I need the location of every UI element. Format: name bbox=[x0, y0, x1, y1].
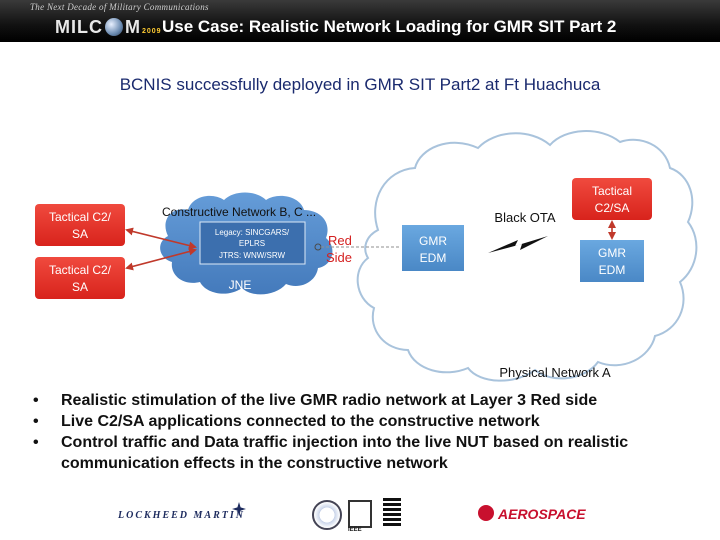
ieee-logo-mark bbox=[348, 500, 372, 528]
tactical-right-line2: C2/SA bbox=[595, 201, 630, 215]
link-arrow-tactical-2 bbox=[125, 247, 197, 271]
gmr-edm-box-right bbox=[580, 240, 644, 282]
milcom-logo: MILC M2009 bbox=[55, 17, 162, 38]
jtrs-line: JTRS: WNW/SRW bbox=[219, 251, 286, 260]
black-ota-link-icon bbox=[488, 236, 548, 253]
legacy-line1: Legacy: SINCGARS/ bbox=[215, 228, 290, 237]
gmr-edm-box-left bbox=[402, 225, 464, 271]
header-banner: The Next Decade of Military Communicatio… bbox=[0, 0, 720, 42]
tactical-left-2-line2: SA bbox=[72, 280, 88, 294]
aerospace-logo-text: AEROSPACE bbox=[498, 506, 586, 522]
legacy-line2: EPLRS bbox=[239, 239, 265, 248]
seal-logo bbox=[312, 500, 342, 530]
banner-tagline: The Next Decade of Military Communicatio… bbox=[30, 2, 209, 12]
bullet-text: Live C2/SA applications connected to the… bbox=[61, 413, 540, 430]
tactical-right-line1: Tactical bbox=[592, 184, 632, 198]
bullet-text: Control traffic and Data traffic injecti… bbox=[61, 434, 629, 472]
slide-title: Use Case: Realistic Network Loading for … bbox=[162, 17, 617, 36]
tactical-c2-sa-box-2 bbox=[35, 257, 125, 299]
jne-label: JNE bbox=[229, 278, 252, 292]
bullet-text: Realistic stimulation of the live GMR ra… bbox=[61, 392, 598, 409]
milcom-logo-right: M bbox=[125, 17, 141, 37]
gmr-edm-right-line2: EDM bbox=[599, 263, 626, 277]
slide-subtitle: BCNIS successfully deployed in GMR SIT P… bbox=[119, 75, 601, 94]
gmr-edm-left-line2: EDM bbox=[420, 251, 447, 265]
tactical-left-2-line1: Tactical C2/ bbox=[49, 263, 112, 277]
tactical-c2-sa-box-right bbox=[572, 178, 652, 220]
ieee-logo-text: IEEE bbox=[348, 527, 362, 533]
globe-icon bbox=[105, 18, 123, 36]
red-side-line1: Red bbox=[328, 233, 352, 248]
bullet-dot: • bbox=[33, 434, 39, 451]
tactical-left-1-line1: Tactical C2/ bbox=[49, 210, 112, 224]
bullet-item: • Control traffic and Data traffic injec… bbox=[33, 432, 683, 474]
bullet-list: • Realistic stimulation of the live GMR … bbox=[33, 390, 683, 474]
lockheed-martin-logo: LOCKHEED MARTIN bbox=[118, 510, 245, 521]
bullet-item: • Live C2/SA applications connected to t… bbox=[33, 411, 683, 432]
lockheed-star-icon bbox=[232, 502, 246, 516]
afcea-logo bbox=[383, 498, 401, 526]
link-arrow-tactical-1 bbox=[125, 227, 197, 250]
tactical-c2-sa-box-1 bbox=[35, 204, 125, 246]
bullet-item: • Realistic stimulation of the live GMR … bbox=[33, 390, 683, 411]
milcom-logo-year: 2009 bbox=[142, 28, 162, 35]
aerospace-logo-icon bbox=[478, 505, 494, 521]
black-ota-label: Black OTA bbox=[494, 210, 555, 225]
bullet-dot: • bbox=[33, 413, 39, 430]
physical-network-label: Physical Network A bbox=[499, 365, 611, 380]
constructive-network-label: Constructive Network B, C ... bbox=[162, 205, 316, 219]
sponsor-logos: LOCKHEED MARTIN IEEE AEROSPACE bbox=[0, 498, 720, 540]
milcom-logo-left: MILC bbox=[55, 17, 103, 37]
legacy-radios-box bbox=[199, 221, 306, 265]
tactical-left-1-line2: SA bbox=[72, 227, 88, 241]
gmr-edm-left-line1: GMR bbox=[419, 234, 447, 248]
red-side-line2: Side bbox=[326, 250, 352, 265]
bullet-dot: • bbox=[33, 392, 39, 409]
gmr-edm-right-line1: GMR bbox=[598, 246, 626, 260]
